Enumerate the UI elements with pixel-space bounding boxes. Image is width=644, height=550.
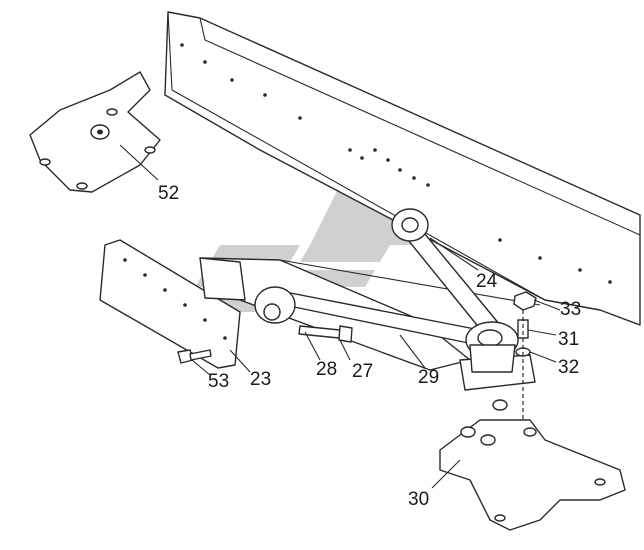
callout-23: 23 — [250, 369, 272, 390]
nut-33 — [513, 291, 537, 311]
bolt-27 — [298, 325, 353, 343]
frame-rail-holes — [180, 43, 612, 284]
bolt-53 — [177, 349, 212, 364]
callout-28: 28 — [316, 359, 338, 380]
callout-24: 24 — [476, 271, 498, 292]
callout-33: 33 — [560, 299, 582, 320]
bracket-52 — [29, 71, 161, 193]
rod-29 — [254, 286, 481, 346]
frame-rail — [164, 11, 641, 326]
callout-31: 31 — [558, 329, 580, 350]
joint-housing — [459, 321, 536, 391]
callout-32: 32 — [558, 357, 580, 378]
bracket-30 — [439, 399, 626, 531]
callout-53: 53 — [208, 371, 230, 392]
bracket-block — [199, 257, 246, 301]
callout-30: 30 — [408, 489, 430, 510]
callout-29: 29 — [418, 367, 440, 388]
callout-52: 52 — [158, 183, 180, 204]
side-plate-23 — [99, 239, 241, 369]
bushing-31 — [517, 319, 529, 339]
leader-lines — [119, 144, 561, 489]
callout-27: 27 — [352, 361, 374, 382]
